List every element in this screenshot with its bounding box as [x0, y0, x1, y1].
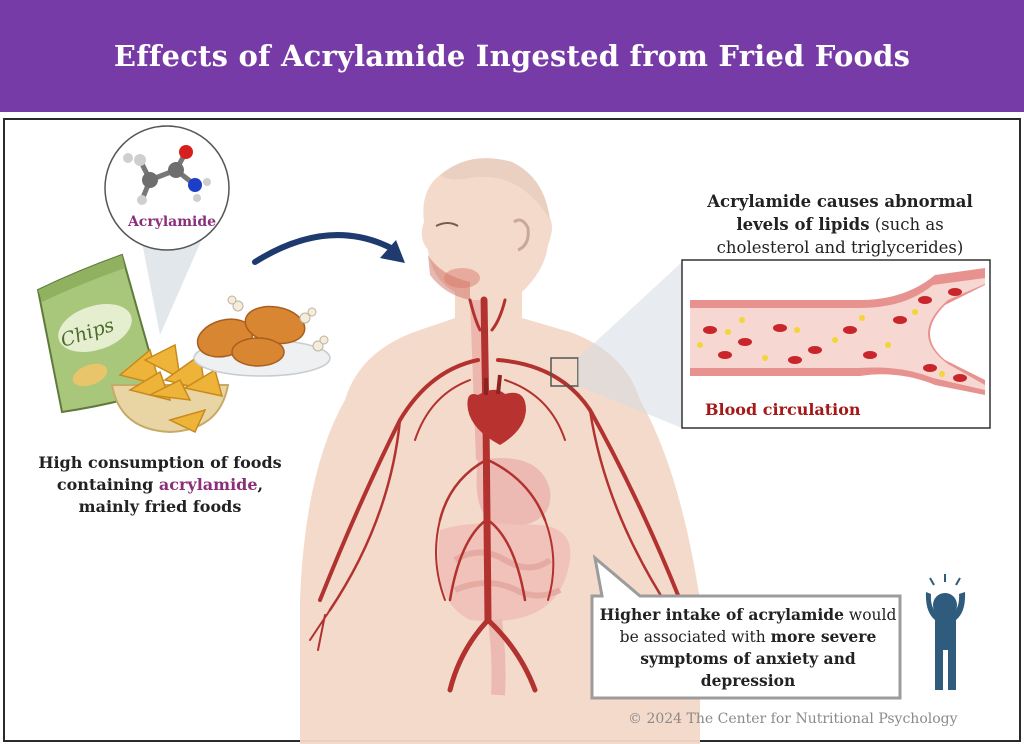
- anxiety-callout: [590, 554, 902, 700]
- acrylamide-molecule: [104, 125, 230, 335]
- consumption-line-3: mainly fried foods: [78, 497, 242, 516]
- zoom-cone: [578, 262, 682, 428]
- anxiety-bold-1: Higher intake of acrylamide: [599, 605, 844, 624]
- lipids-text: Acrylamide causes abnormal levels of lip…: [690, 190, 990, 259]
- heart: [467, 374, 526, 445]
- page-title: Effects of Acrylamide Ingested from Frie…: [113, 39, 911, 73]
- chips-bowl: [110, 343, 230, 434]
- consumption-line-2: containing acrylamide,: [20, 474, 300, 496]
- copyright-notice: © 2024 The Center for Nutritional Psycho…: [628, 711, 958, 727]
- intake-arrow: [252, 232, 405, 265]
- molecule-label: Acrylamide: [127, 214, 217, 230]
- lipids-rest: (such as cholesterol and triglycerides): [716, 215, 964, 257]
- title-banner: Effects of Acrylamide Ingested from Frie…: [0, 0, 1024, 116]
- anxiety-mid: would be associated with: [619, 606, 897, 646]
- consumption-line-2-suffix: ,: [257, 475, 264, 494]
- consumption-line-1: High consumption of foods: [38, 453, 282, 472]
- lipids-bold: Acrylamide causes abnormal levels of lip…: [707, 192, 973, 234]
- acrylamide-highlight: acrylamide: [158, 475, 258, 494]
- anxiety-bold-2: more severe symptoms of anxiety and depr…: [640, 627, 877, 690]
- blood-circulation-label: Blood circulation: [705, 400, 861, 419]
- fried-chicken-plate: [193, 295, 331, 377]
- blood-vessel-inset: [681, 259, 991, 429]
- anxiety-text: Higher intake of acrylamide would be ass…: [598, 604, 898, 692]
- stressed-person-icon: [925, 574, 966, 690]
- consumption-text: High consumption of foods containing acr…: [20, 452, 300, 518]
- consumption-line-2-prefix: containing: [56, 475, 159, 494]
